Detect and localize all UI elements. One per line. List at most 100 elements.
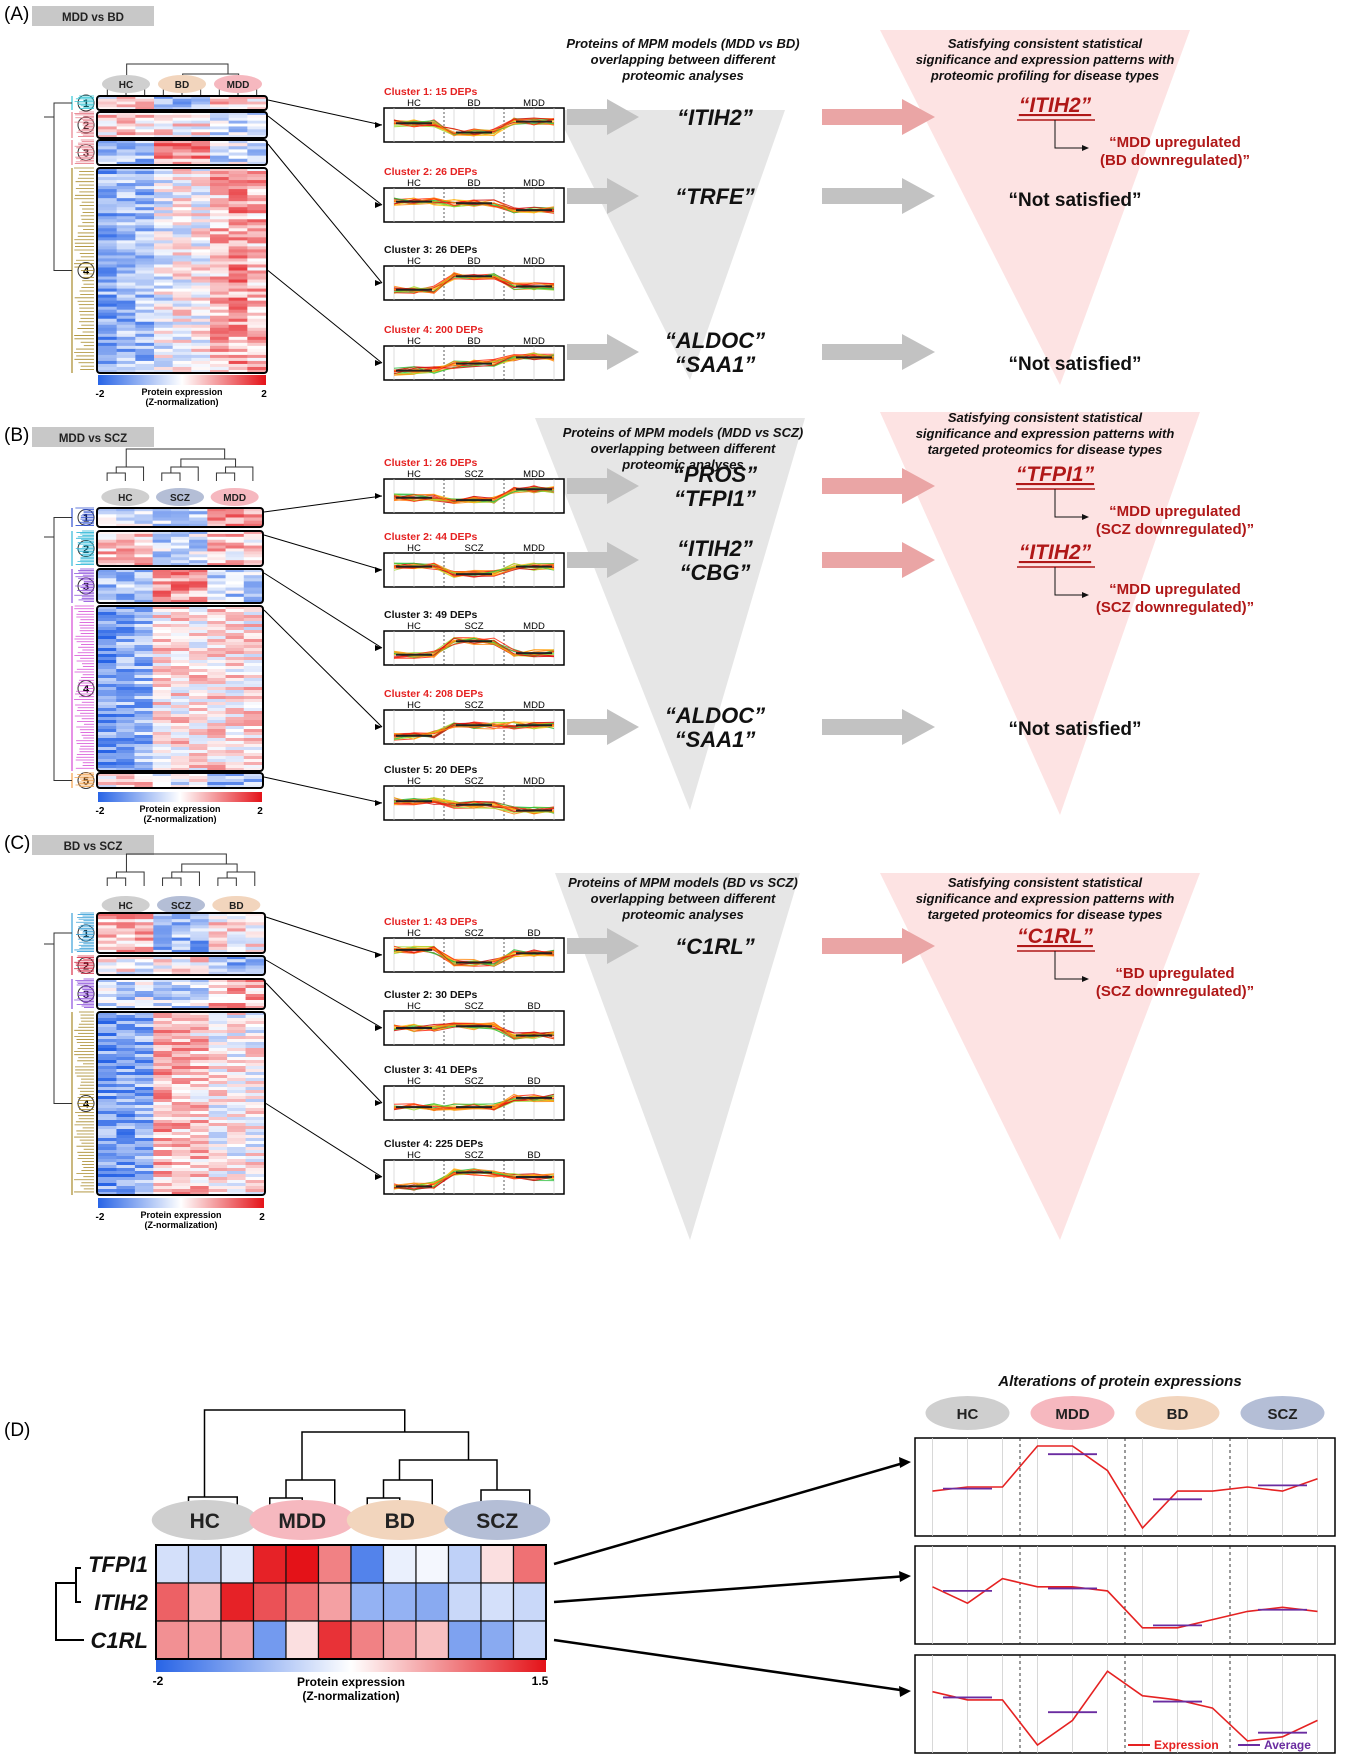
heatmap-cell: [247, 282, 267, 287]
heatmap-cell: [189, 768, 208, 772]
heatmap-cell: [243, 738, 263, 742]
heatmap-cell: [98, 177, 118, 181]
heatmap-cell: [135, 354, 155, 359]
heatmap-cell: [98, 687, 117, 691]
heatmap-cell: [191, 126, 211, 130]
heatmap-cell: [227, 997, 247, 1001]
heatmap-cell: [116, 785, 135, 789]
heatmap-cell: [228, 225, 248, 229]
heatmap-cell: [134, 1189, 154, 1193]
heatmap-cell: [98, 152, 118, 157]
heatmap-cell: [247, 177, 267, 181]
heatmap-cell: [98, 1033, 117, 1037]
heatmap-cell: [153, 1081, 173, 1085]
heatmap-cell: [227, 1033, 247, 1037]
heatmap-cell: [116, 101, 136, 105]
heatmap-cell: [207, 687, 227, 691]
heatmap-cell: [225, 615, 245, 619]
heatmap-cell: [227, 1027, 247, 1031]
heatmap-cell: [171, 979, 191, 983]
heatmap-cell: [134, 560, 154, 564]
heatmap-cell: [152, 630, 172, 634]
heatmap-cell: [116, 1081, 136, 1085]
heatmap-cell: [153, 1132, 173, 1136]
heatmap-cell: [116, 696, 135, 700]
heatmap-cell: [228, 246, 248, 250]
heatmap-cell: [208, 1027, 228, 1031]
heatmap-cell: [153, 943, 173, 948]
heatmap-cell: [134, 962, 154, 966]
heatmap-cell: [134, 1105, 154, 1109]
heatmap-cell: [227, 916, 247, 920]
heatmap-cell: [134, 1018, 154, 1022]
heatmap-cell: [227, 1078, 247, 1082]
heatmap-cell: [210, 285, 230, 290]
heatmap-cell: [98, 149, 118, 153]
heatmap-cell: [227, 1102, 247, 1106]
heatmap-cell: [190, 971, 210, 976]
heatmap-cell: [210, 213, 230, 217]
heatmap-cell: [116, 545, 135, 549]
heatmap-cell: [207, 548, 227, 552]
heatmap-cell: [98, 1132, 117, 1136]
heatmap-cell: [207, 750, 227, 754]
heatmap-cell: [98, 645, 117, 649]
cluster-connector: [267, 115, 383, 206]
heatmap-cell: [247, 318, 267, 323]
heatmap-cell: [189, 621, 208, 625]
heatmap-cell: [227, 919, 247, 923]
heatmap-cell: [152, 675, 172, 679]
heatmap-cell: [134, 717, 154, 721]
heatmap-cell: [225, 639, 245, 643]
heatmap-cell: [116, 195, 136, 199]
heatmap-cell: [134, 1120, 154, 1124]
heatmap-cell: [152, 711, 172, 715]
heatmap-cell: [228, 129, 248, 133]
heatmap-cell: [208, 1108, 228, 1112]
heatmap-cell: [228, 237, 248, 241]
heatmap-cell: [116, 306, 136, 311]
heatmap-cell: [116, 315, 136, 320]
heatmap-cell: [243, 750, 263, 754]
heatmap-cell: [207, 705, 227, 709]
panel-tag-box: [32, 6, 154, 26]
heatmap-cell: [225, 633, 245, 637]
heatmap-cell: [116, 1153, 136, 1157]
heatmap-cell: [98, 1135, 117, 1139]
heatmap-cell: [134, 636, 154, 640]
heatmap-cell: [135, 279, 155, 284]
heatmap-cell: [116, 1078, 136, 1082]
heatmap-cell: [152, 782, 172, 786]
heatmap-cell: [415, 1582, 450, 1622]
heatmap-cell: [98, 1015, 117, 1019]
heatmap-cell: [228, 309, 248, 314]
heatmap-cell: [153, 997, 173, 1001]
heatmap-cell: [207, 584, 227, 589]
heatmap-cell: [134, 1075, 154, 1079]
cluster-group-label: SCZ: [465, 928, 484, 939]
heatmap-cell: [170, 523, 190, 528]
heatmap-cell: [134, 690, 154, 694]
heatmap-cell: [153, 1051, 173, 1055]
heatmap-cell: [243, 765, 263, 769]
heatmap-cell: [190, 1162, 210, 1166]
heatmap-cell: [153, 994, 173, 998]
heatmap-cell: [189, 666, 208, 670]
heatmap-cell: [228, 96, 248, 100]
funnel-right-title: Satisfying consistent statistical: [948, 36, 1143, 51]
pink-arrow: [822, 542, 935, 578]
heatmap-cell: [228, 155, 248, 160]
heatmap-cell: [152, 785, 172, 789]
cluster-title: Cluster 1: 15 DEPs: [384, 86, 478, 98]
heatmap-cell: [208, 1093, 228, 1097]
heatmap-cell: [135, 339, 155, 344]
heatmap-cell: [116, 297, 136, 302]
heatmap-cell: [225, 575, 245, 579]
heatmap-cell: [207, 531, 227, 535]
heatmap-cell: [172, 303, 192, 308]
heatmap-cell: [153, 1090, 173, 1094]
heatmap-cell: [134, 968, 154, 973]
heatmap-cell: [247, 339, 267, 344]
heatmap-cell: [134, 985, 154, 989]
heatmap-cell: [191, 300, 211, 305]
